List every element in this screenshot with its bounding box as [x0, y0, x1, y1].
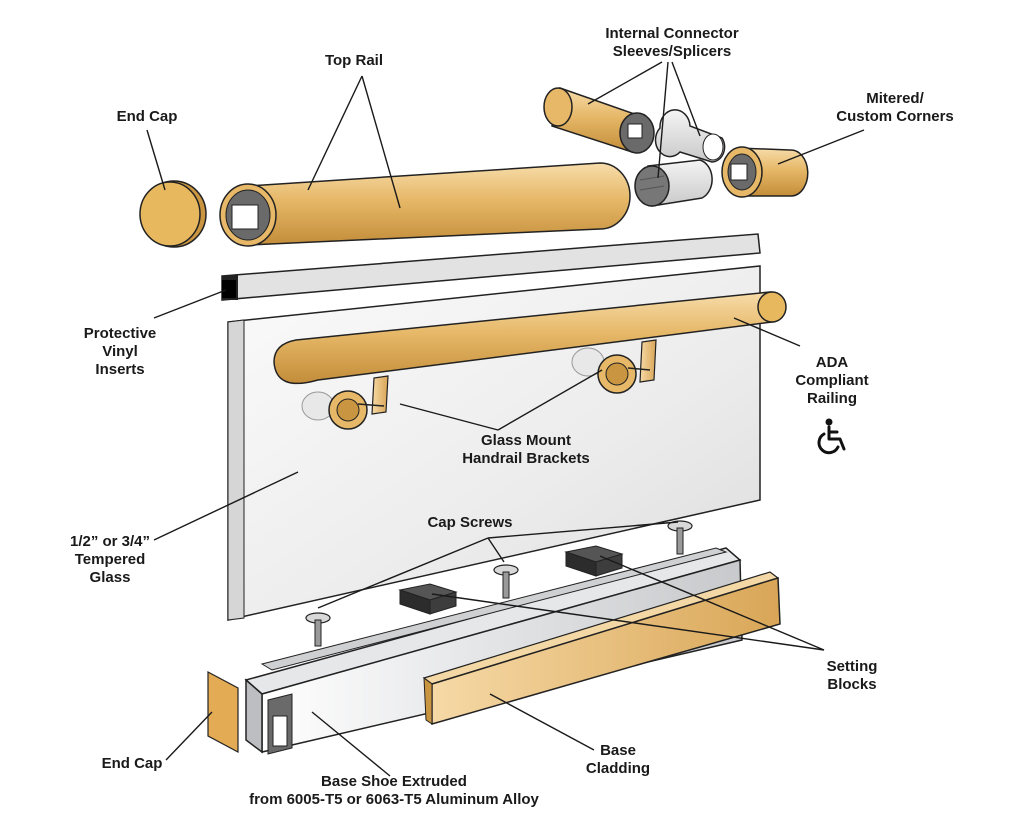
label-end-cap-bottom: End Cap	[102, 755, 163, 773]
base-cladding-part	[422, 571, 781, 725]
top-rail-part	[219, 162, 631, 247]
label-cap-screws-text: Cap Screws	[427, 514, 513, 531]
wheelchair-icon	[817, 418, 846, 455]
label-base-cladding-line2: Cladding	[585, 760, 651, 777]
label-mitered-corners-line1: Mitered/	[866, 90, 924, 107]
base-shoe-part	[244, 547, 743, 755]
label-protective-vinyl-line3: Inserts	[95, 361, 145, 378]
end-cap-top-part	[139, 180, 207, 248]
label-mitered-corners-line2: Custom Corners	[836, 108, 954, 125]
connector-sleeve-upper	[654, 109, 726, 163]
label-glass-mount: Glass Mount Handrail Brackets	[462, 432, 590, 468]
setting-block-left	[398, 583, 458, 615]
end-cap-bottom-part	[207, 671, 239, 753]
label-end-cap-top-text: End Cap	[116, 108, 178, 125]
handrail-bracket-left	[301, 375, 389, 430]
label-setting-blocks: Setting Blocks	[827, 658, 878, 694]
handrail-bracket-right	[571, 339, 657, 394]
connector-sleeve-lower	[634, 159, 713, 207]
cap-screw-1	[305, 612, 331, 647]
label-base-shoe: Base Shoe Extruded from 6005-T5 or 6063-…	[249, 773, 539, 809]
label-protective-vinyl-line2: Vinyl	[102, 343, 138, 360]
label-ada-railing-line2: Compliant	[795, 372, 869, 389]
ada-handrail-part	[273, 291, 787, 385]
label-end-cap-bottom-text: End Cap	[101, 755, 163, 772]
label-base-cladding-line1: Base	[600, 742, 636, 759]
label-base-shoe-line1: Base Shoe Extruded	[321, 773, 467, 790]
label-ada-railing-line1: ADA	[815, 354, 849, 371]
cap-screw-2	[493, 564, 519, 599]
label-ada-railing-line3: Railing	[806, 390, 857, 407]
label-mitered-corners: Mitered/ Custom Corners	[836, 90, 954, 126]
label-base-cladding: Base Cladding	[586, 742, 650, 778]
label-tempered-glass-line2: Tempered	[74, 551, 146, 568]
label-internal-connector: Internal Connector Sleeves/Splicers	[605, 25, 738, 61]
callout-lines	[146, 61, 865, 777]
label-end-cap-top: End Cap	[117, 108, 178, 126]
label-glass-mount-line2: Handrail Brackets	[462, 450, 590, 467]
short-rail-part	[543, 87, 655, 154]
label-top-rail: Top Rail	[325, 52, 383, 70]
label-tempered-glass: 1/2” or 3/4” Tempered Glass	[70, 533, 150, 587]
label-cap-screws: Cap Screws	[427, 514, 512, 532]
label-internal-connector-line1: Internal Connector	[605, 25, 739, 42]
label-protective-vinyl: Protective Vinyl Inserts	[84, 325, 157, 379]
cap-screw-3	[667, 520, 693, 555]
label-setting-blocks-line2: Blocks	[827, 676, 877, 693]
label-ada-railing: ADA Compliant Railing	[795, 354, 868, 408]
label-tempered-glass-line3: Glass	[89, 569, 131, 586]
label-base-shoe-line2: from 6005-T5 or 6063-T5 Aluminum Alloy	[249, 791, 539, 808]
label-top-rail-text: Top Rail	[324, 52, 384, 69]
label-glass-mount-line1: Glass Mount	[480, 432, 571, 449]
setting-block-right	[564, 545, 624, 577]
mitered-corner-part	[721, 146, 809, 198]
label-tempered-glass-line1: 1/2” or 3/4”	[69, 533, 151, 550]
label-internal-connector-line2: Sleeves/Splicers	[612, 43, 732, 60]
label-setting-blocks-line1: Setting	[826, 658, 878, 675]
label-protective-vinyl-line1: Protective	[83, 325, 157, 342]
